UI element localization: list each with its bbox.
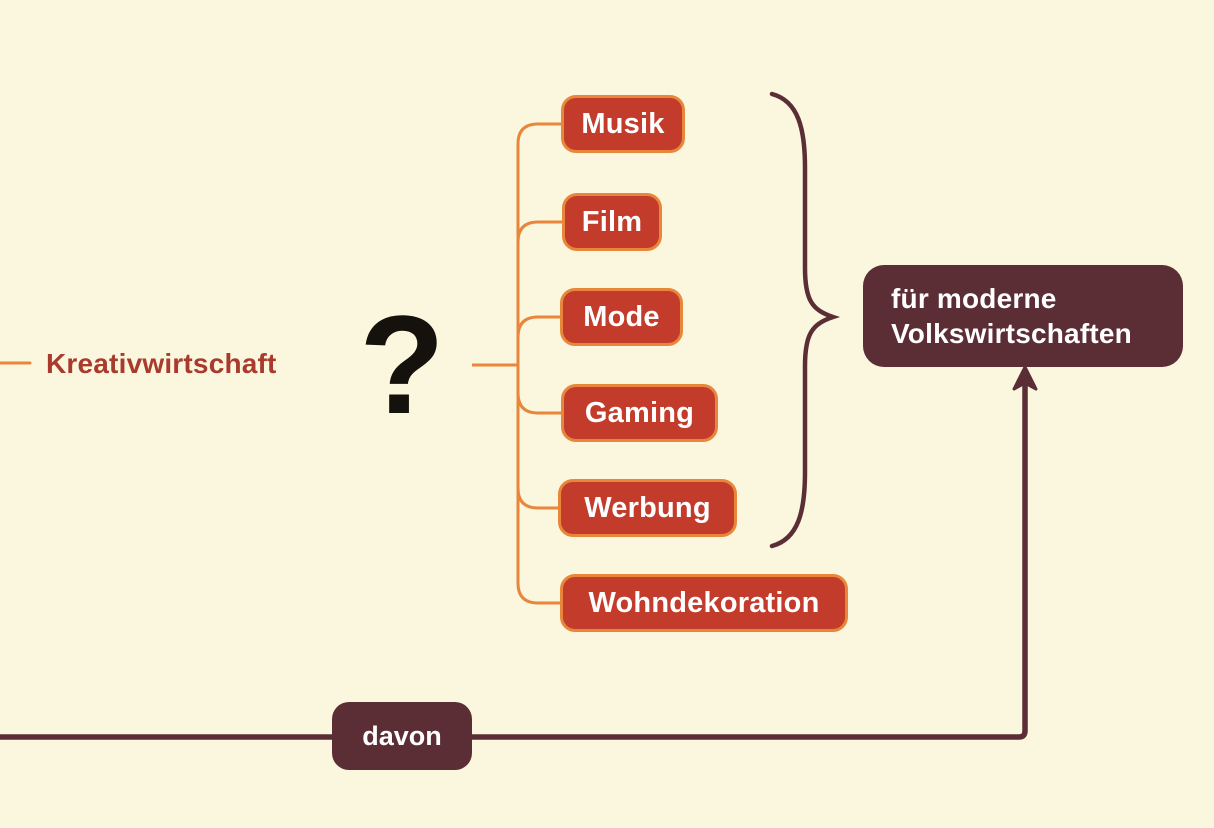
arrow-up-icon bbox=[1012, 365, 1038, 391]
root-node-kreativwirtschaft[interactable]: Kreativwirtschaft bbox=[46, 348, 277, 379]
branch-node-musik[interactable]: Musik bbox=[561, 95, 685, 153]
question-mark-node[interactable]: ? bbox=[359, 286, 445, 443]
flow-line bbox=[0, 382, 1028, 740]
branch-node-werbung[interactable]: Werbung bbox=[558, 479, 737, 537]
result-node-line1: für moderne bbox=[891, 283, 1057, 314]
result-node-line2: Volkswirtschaften bbox=[891, 318, 1132, 349]
branch-connector-lines bbox=[516, 122, 564, 605]
flow-label-davon[interactable]: davon bbox=[332, 702, 472, 770]
branch-node-wohndekoration[interactable]: Wohndekoration bbox=[560, 574, 848, 632]
branch-node-film[interactable]: Film bbox=[562, 193, 662, 251]
branch-node-mode[interactable]: Mode bbox=[560, 288, 683, 346]
curly-brace-icon bbox=[769, 91, 841, 549]
result-node-volkswirtschaften[interactable]: für moderne Volkswirtschaften bbox=[863, 265, 1183, 367]
branch-node-gaming[interactable]: Gaming bbox=[561, 384, 718, 442]
